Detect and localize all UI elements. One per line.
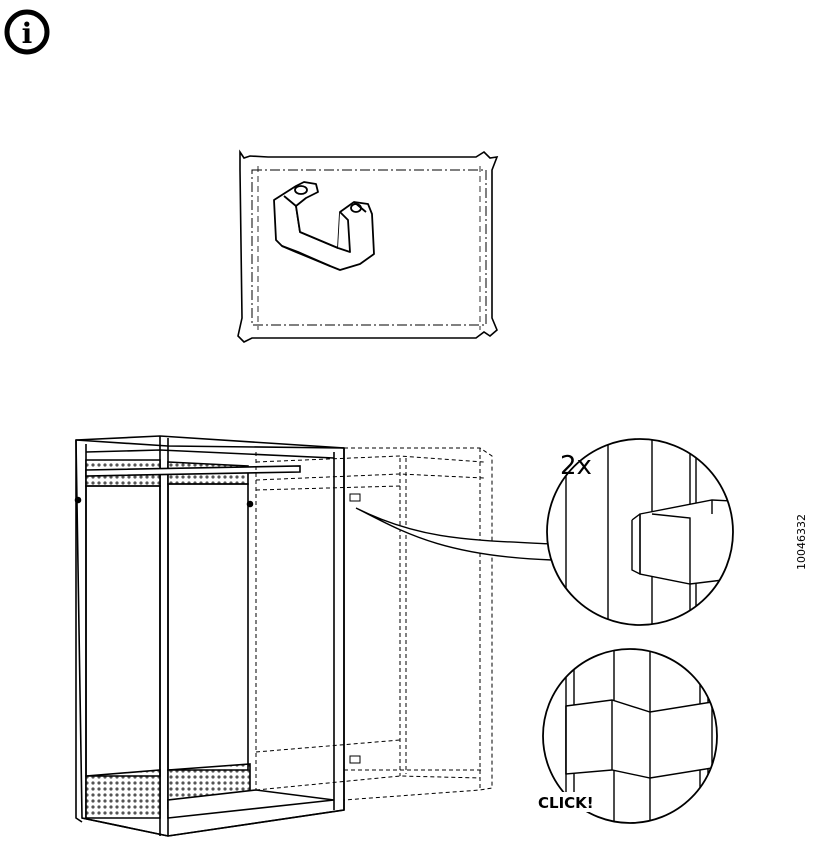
callout-connector bbox=[355, 507, 553, 561]
ghost-frame-outline bbox=[255, 447, 493, 801]
quantity-label: 2x bbox=[560, 451, 592, 481]
bracket-clip-part bbox=[273, 181, 375, 271]
click-label: CLICK! bbox=[538, 794, 594, 812]
detail-zoom-top: 2x bbox=[546, 438, 734, 626]
detail-zoom-bottom: CLICK! bbox=[536, 648, 718, 824]
info-glyph: i bbox=[22, 17, 33, 50]
document-number: 10046332 bbox=[795, 514, 808, 570]
clip-position-markers bbox=[349, 493, 361, 764]
info-icon[interactable]: i bbox=[4, 9, 50, 55]
wardrobe-frame bbox=[74, 435, 345, 837]
